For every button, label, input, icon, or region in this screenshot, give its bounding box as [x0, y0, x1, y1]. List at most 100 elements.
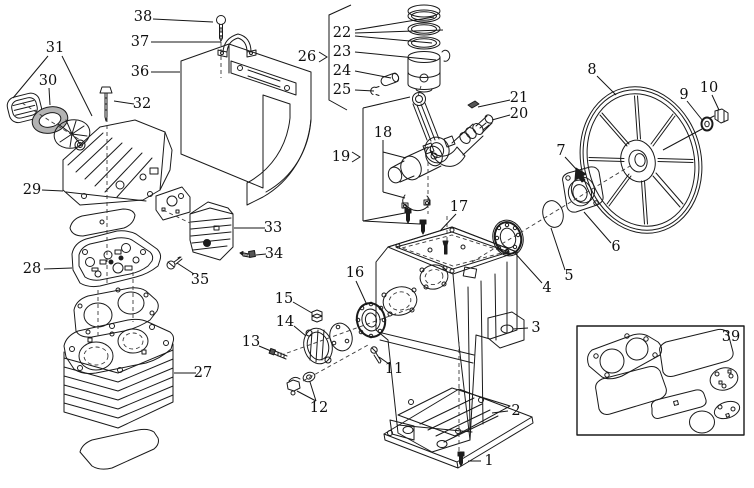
callout-3: 3: [531, 320, 540, 336]
cylinder-head-shape: [65, 131, 166, 202]
centerlines-shape: [286, 307, 413, 354]
seal-flange-shape: [368, 301, 374, 307]
seal-flange-shape: [355, 302, 387, 338]
callout-36: 36: [131, 64, 149, 80]
base-plate-shape: [455, 428, 461, 434]
gasket-kit-box-shape: [728, 373, 734, 379]
cylinder-head-shape: [115, 180, 125, 190]
rod-bolts-shape: [419, 219, 427, 235]
clamp-strap-shape: [217, 49, 257, 58]
wrist-pin: [380, 72, 400, 87]
base-plate-shape: [397, 387, 511, 437]
seal-flange-shape: [364, 312, 378, 328]
nut-shape: [311, 309, 323, 323]
valve-plate-shape: [124, 265, 133, 271]
cylinder-head-shape: [81, 193, 87, 199]
filter-base-shape: [57, 119, 88, 148]
bearing-retainer-shape: [572, 184, 588, 202]
belt-guard-bracket-shape: [284, 85, 290, 91]
piston-rings: [407, 4, 441, 50]
leader-5: [550, 227, 566, 271]
cylinder-head-shape: [139, 173, 147, 181]
leader-8: [596, 75, 617, 96]
crankcase-shape: [441, 281, 447, 287]
cylinder-head-gasket-shape: [73, 287, 159, 338]
o-ring: [542, 200, 564, 228]
cylinder-shape: [141, 349, 147, 355]
block-screw: [239, 250, 256, 258]
leader-7: [564, 156, 578, 171]
gasket-kit-box-shape: [721, 383, 727, 389]
gasket-kit-box-shape: [725, 412, 731, 418]
callout-6: 6: [611, 239, 620, 255]
callout-20: 20: [510, 106, 528, 122]
port-gasket-plate-shape: [178, 193, 184, 199]
belt-guard-bracket-shape: [237, 65, 243, 71]
callout-25: 25: [333, 82, 351, 98]
cylinder-base-gasket-shape: [79, 428, 159, 470]
gasket-kit-box-shape: [587, 333, 663, 380]
leader-19: [362, 96, 411, 109]
valve-plate-shape: [118, 255, 124, 261]
cover-bolt-shape: [273, 350, 288, 360]
flywheel-bolt-shape: [709, 115, 715, 119]
breather-plug-shape: [286, 379, 301, 392]
leader-15: [292, 301, 313, 314]
piston-shape: [407, 51, 441, 63]
clamp-strap-shape: [220, 51, 224, 55]
valve-plate: [71, 230, 162, 288]
cylinder-shape: [163, 340, 169, 346]
valve-plate-shape: [71, 230, 162, 288]
crankshaft-shape: [484, 114, 494, 124]
cylinder-shape: [77, 365, 83, 371]
centerlines-shape: [471, 165, 631, 263]
leader-14: [293, 325, 307, 337]
head-gasket-upper-shape: [99, 219, 105, 225]
crankshaft-shape: [459, 132, 471, 144]
cover-bolt: [268, 347, 288, 360]
filter-element: [31, 106, 69, 134]
ball-bearing-shape: [512, 225, 518, 231]
cylinder-shape: [109, 323, 115, 329]
belt-guard-bracket-shape: [230, 60, 297, 96]
crankcase-shape: [436, 440, 448, 448]
callout-21: 21: [510, 90, 528, 106]
callout-31: 31: [46, 40, 64, 56]
callout-34: 34: [265, 246, 283, 262]
piston-rings-shape: [411, 24, 437, 34]
crankcase-shape: [381, 292, 387, 298]
gasket-kit-box-shape: [625, 337, 649, 361]
ring-clip: [441, 49, 451, 62]
gasket-kit-box-shape: [730, 406, 736, 412]
valve-plate-shape: [99, 259, 107, 265]
cover-plate-shape: [305, 329, 313, 337]
centerlines-shape: [162, 209, 191, 224]
block-screw-shape: [239, 251, 244, 256]
flywheel: [579, 86, 703, 234]
eccentric-clamp-shape: [402, 194, 430, 212]
gasket-disc-shape: [335, 324, 341, 330]
callout-35: 35: [191, 272, 209, 288]
flywheel-shape: [620, 139, 656, 183]
port-gasket-plate-shape: [166, 195, 178, 207]
crankcase-shape: [449, 268, 455, 274]
leader-11: [378, 356, 390, 365]
flywheel-shape: [634, 95, 641, 140]
crankcase-shape: [419, 267, 425, 273]
ball-bearing-shape: [496, 225, 502, 231]
cylinder-shape: [69, 346, 75, 352]
centerlines-shape: [83, 346, 109, 366]
flywheel-shape: [582, 89, 700, 231]
ball-bearing-shape: [504, 222, 510, 228]
valve-plate-shape: [112, 262, 124, 274]
leader-34: [255, 253, 267, 256]
cylinder-head-gasket-shape: [149, 310, 155, 316]
valve-plate-shape: [82, 249, 88, 255]
leader-10: [711, 94, 720, 111]
gasket-kit-box-shape: [689, 410, 715, 434]
head-bolt: [99, 86, 113, 122]
callout-1: 1: [484, 453, 493, 469]
bearing-retainer: [562, 166, 604, 213]
seal-flange-shape: [359, 305, 365, 311]
